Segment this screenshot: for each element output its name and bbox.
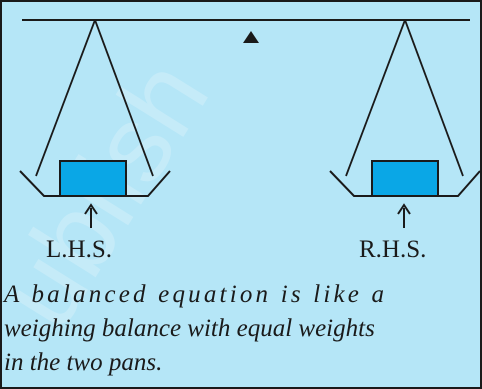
caption: A balanced equation is like a weighing b… — [4, 278, 480, 380]
left-arrow — [84, 203, 98, 228]
left-weight — [59, 160, 127, 197]
right-pan — [329, 19, 481, 197]
left-pan-string-left — [35, 19, 96, 177]
caption-line-1: A balanced equation is like a — [4, 281, 388, 308]
right-pan-string-left — [345, 19, 406, 177]
fulcrum-triangle — [243, 31, 259, 43]
left-arrow-head — [84, 203, 98, 215]
right-arrow-head — [397, 203, 411, 215]
left-pan-string-right — [94, 19, 154, 177]
caption-line-3: in the two pans. — [4, 349, 163, 376]
caption-line-2: weighing balance with equal weights — [4, 315, 375, 342]
left-pan — [19, 19, 171, 197]
right-weight — [371, 160, 439, 197]
right-pan-string-right — [404, 19, 464, 177]
lhs-label: L.H.S. — [46, 236, 112, 263]
right-arrow — [397, 203, 411, 228]
rhs-label: R.H.S. — [359, 236, 427, 263]
